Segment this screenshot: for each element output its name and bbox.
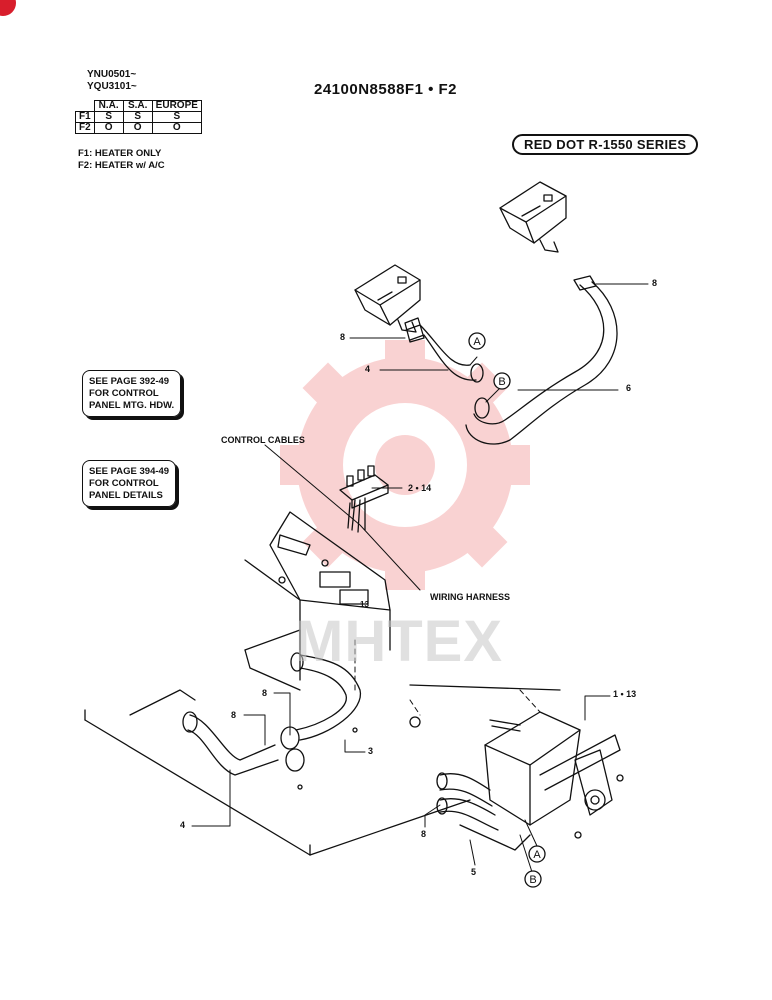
reference-line: PANEL MTG. HDW.: [89, 400, 175, 411]
hose-5: [436, 772, 499, 831]
air-outlet-duct-upper-left: [354, 264, 421, 333]
watermark-text: MHTEX: [295, 609, 503, 674]
connector-b-upper-icon: B: [493, 372, 511, 390]
callout-part-5: 5: [471, 867, 477, 877]
reference-box-panel-details: SEE PAGE 394-49 FOR CONTROL PANEL DETAIL…: [82, 460, 177, 507]
connector-b-lower-icon: B: [524, 870, 542, 888]
callout-part-2-14: 2 • 14: [408, 483, 432, 493]
callout-control-cables: CONTROL CABLES: [221, 435, 305, 445]
callout-part-1-13: 1 • 13: [613, 689, 637, 699]
callout-part-4: 4: [180, 820, 186, 830]
callout-part-3: 3: [368, 746, 374, 756]
callout-part-8: 8: [262, 688, 268, 698]
connector-label: A: [473, 336, 481, 348]
table-row: F1 S S S: [75, 111, 202, 123]
console-panel-number: 13: [360, 600, 369, 609]
series-label: RED DOT R-1550 SERIES: [512, 134, 699, 155]
page-title: 24100N8588F1 • F2: [314, 81, 458, 98]
reference-line: SEE PAGE 392-49: [89, 376, 170, 387]
callout-part-8: 8: [652, 278, 658, 288]
serial-line: YQU3101~: [87, 81, 137, 92]
note-line: F1: HEATER ONLY: [78, 148, 162, 159]
connector-a-upper-icon: A: [468, 332, 486, 350]
callout-wiring-harness: WIRING HARNESS: [430, 592, 511, 602]
callout-part-8: 8: [340, 332, 346, 342]
heater-unit: [459, 711, 624, 851]
connector-a-lower-icon: A: [528, 845, 546, 863]
reference-line: FOR CONTROL: [89, 478, 159, 489]
connector-label: A: [533, 849, 541, 861]
connector-label: B: [498, 376, 505, 388]
callout-part-8: 8: [231, 710, 237, 720]
corner-marker: [0, 0, 16, 16]
hose-routing-lines: [354, 639, 541, 716]
table-row: F2 O O O: [75, 122, 202, 134]
callout-leader-lines: [191, 283, 649, 873]
applicability-table: N.A. S.A. EUROPE F1 S S S F2 O O O: [75, 100, 202, 134]
hose-4-lower: [182, 711, 305, 776]
logo-watermark-icon: [280, 340, 530, 590]
model-notes: F1: HEATER ONLY F2: HEATER w/ A/C: [78, 148, 165, 172]
table-cell: O: [151, 122, 202, 134]
hose-3: [290, 652, 361, 741]
serial-range: YNU0501~ YQU3101~: [87, 69, 137, 93]
callout-part-4: 4: [365, 364, 371, 374]
connector-label: B: [529, 874, 536, 886]
reference-line: PANEL DETAILS: [89, 490, 163, 501]
air-outlet-duct-upper-right: [499, 181, 567, 253]
reference-box-mounting-hardware: SEE PAGE 392-49 FOR CONTROL PANEL MTG. H…: [82, 370, 182, 417]
callout-part-8: 8: [421, 829, 427, 839]
cab-floor-plate: [84, 629, 561, 856]
hose-6: [465, 275, 618, 445]
console-housing: [244, 511, 391, 651]
reference-line: SEE PAGE 394-49: [89, 466, 170, 477]
callout-part-6: 6: [626, 383, 632, 393]
serial-line: YNU0501~: [87, 69, 137, 80]
reference-line: FOR CONTROL: [89, 388, 159, 399]
note-line: F2: HEATER w/ A/C: [78, 160, 165, 171]
hose-4-upper: [404, 317, 484, 383]
